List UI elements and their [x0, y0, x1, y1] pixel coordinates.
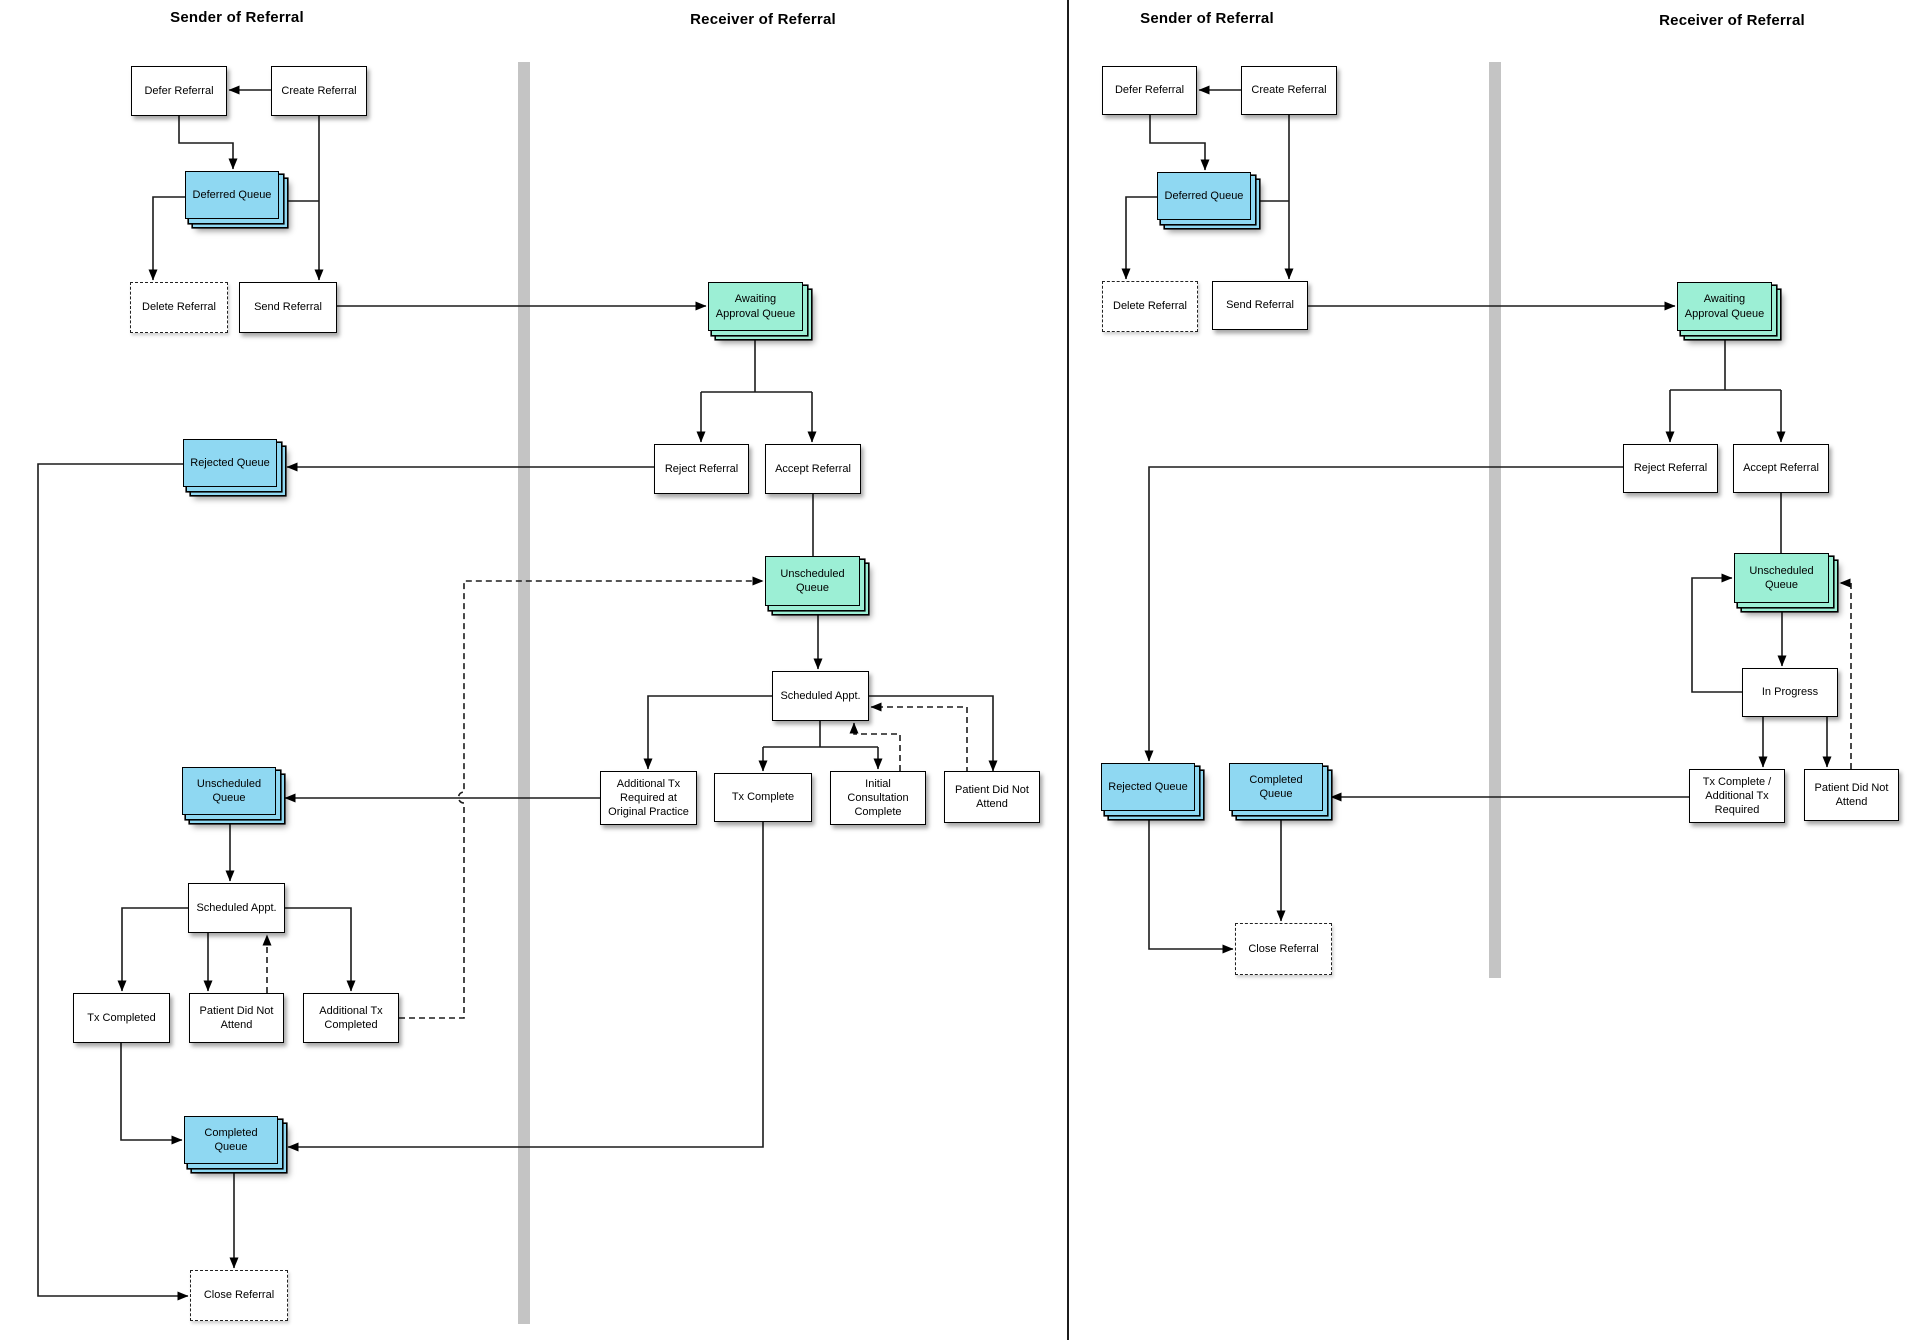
node-send-referral-right: Send Referral [1212, 281, 1308, 330]
node-scheduled-appt-sender-left: Scheduled Appt. [188, 883, 285, 933]
node-tx-complete-additional-tx-required-right: Tx Complete / Additional Tx Required [1689, 769, 1785, 823]
node-in-progress-right: In Progress [1742, 668, 1838, 717]
node-defer-referral-right: Defer Referral [1102, 66, 1197, 115]
node-create-referral-left: Create Referral [271, 66, 367, 116]
node-send-referral-left: Send Referral [239, 282, 337, 333]
node-create-referral-right: Create Referral [1241, 66, 1337, 115]
node-completed-queue-left: Completed Queue [184, 1116, 278, 1164]
node-unscheduled-queue-sender-left: Unscheduled Queue [182, 767, 276, 815]
right-lane-divider [1489, 62, 1501, 978]
right-diagram-connectors [1121, 85, 1852, 954]
node-delete-referral-right: Delete Referral [1102, 281, 1198, 332]
node-awaiting-approval-queue-left: Awaiting Approval Queue [708, 282, 803, 331]
node-additional-tx-completed-left: Additional Tx Completed [303, 993, 399, 1043]
node-rejected-queue-left: Rejected Queue [183, 439, 277, 487]
node-additional-tx-required-left: Additional Tx Required at Original Pract… [600, 771, 697, 825]
node-deferred-queue-left: Deferred Queue [185, 171, 279, 219]
node-scheduled-appt-receiver-left: Scheduled Appt. [772, 671, 869, 721]
node-close-referral-right: Close Referral [1235, 923, 1332, 975]
node-initial-consultation-complete-left: Initial Consultation Complete [830, 771, 926, 825]
node-deferred-queue-right: Deferred Queue [1157, 172, 1251, 220]
node-patient-did-not-attend-right: Patient Did Not Attend [1804, 769, 1899, 821]
node-accept-referral-left: Accept Referral [765, 444, 861, 494]
node-tx-complete-left: Tx Complete [714, 773, 812, 822]
left-sender-title: Sender of Referral [170, 9, 304, 26]
node-reject-referral-right: Reject Referral [1623, 444, 1718, 493]
node-defer-referral-left: Defer Referral [131, 66, 227, 116]
node-delete-referral-left: Delete Referral [130, 282, 228, 333]
left-receiver-title: Receiver of Referral [690, 11, 836, 28]
node-rejected-queue-right: Rejected Queue [1101, 763, 1195, 811]
left-lane-divider [518, 62, 530, 1324]
node-close-referral-left: Close Referral [190, 1270, 288, 1321]
right-sender-title: Sender of Referral [1140, 10, 1274, 27]
node-completed-queue-right: Completed Queue [1229, 763, 1323, 811]
node-accept-referral-right: Accept Referral [1733, 444, 1829, 493]
node-tx-completed-left: Tx Completed [73, 993, 170, 1043]
diagram-separator [1067, 0, 1069, 1340]
node-awaiting-approval-queue-right: Awaiting Approval Queue [1677, 282, 1772, 331]
node-patient-did-not-attend-sender-left: Patient Did Not Attend [189, 993, 284, 1043]
node-patient-did-not-attend-receiver-left: Patient Did Not Attend [944, 771, 1040, 823]
node-unscheduled-queue-right: Unscheduled Queue [1734, 553, 1829, 603]
node-reject-referral-left: Reject Referral [654, 444, 749, 494]
node-unscheduled-queue-receiver-left: Unscheduled Queue [765, 556, 860, 606]
left-diagram-connectors [37, 85, 998, 1301]
right-receiver-title: Receiver of Referral [1659, 12, 1805, 29]
